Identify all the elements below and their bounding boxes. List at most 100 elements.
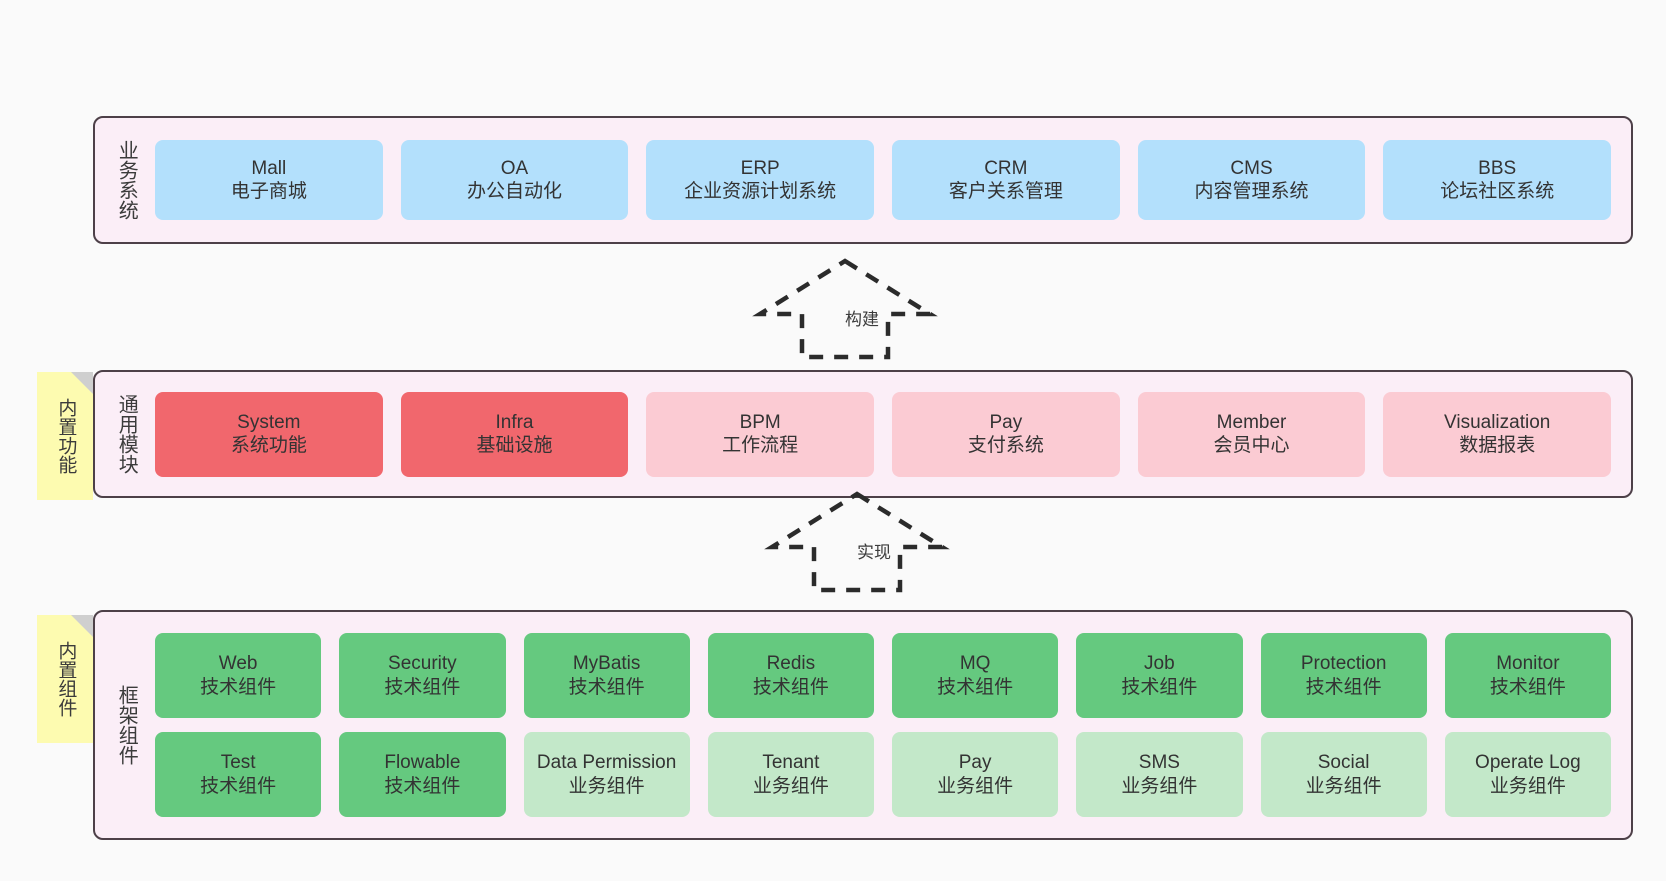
card-visualization[interactable]: Visualization 数据报表 bbox=[1383, 391, 1612, 477]
card-title-en: Data Permission bbox=[536, 752, 677, 774]
card-flowable[interactable]: Flowable 技术组件 bbox=[339, 732, 506, 817]
card-title-en: BPM bbox=[739, 411, 781, 433]
card-title-en: Infra bbox=[495, 411, 534, 433]
card-title-cn: 基础设施 bbox=[476, 435, 553, 456]
card-title-en: Test bbox=[220, 752, 256, 774]
sticky-note-builtin-component: 内置组件 bbox=[37, 615, 93, 743]
card-monitor[interactable]: Monitor 技术组件 bbox=[1444, 633, 1611, 718]
card-bpm[interactable]: BPM 工作流程 bbox=[646, 391, 875, 477]
card-row-common-modules: System 系统功能 Infra 基础设施 BPM 工作流程 Pay 支付系统… bbox=[155, 391, 1612, 477]
card-title-cn: 内容管理系统 bbox=[1194, 181, 1309, 202]
card-sms[interactable]: SMS 业务组件 bbox=[1076, 732, 1243, 817]
layer-panel-common-modules: 通用模块 System 系统功能 Infra 基础设施 BPM 工作流程 Pay… bbox=[93, 370, 1633, 498]
card-bbs[interactable]: BBS 论坛社区系统 bbox=[1383, 140, 1612, 220]
sticky-note-label: 内置组件 bbox=[55, 641, 77, 717]
card-title-cn: 企业资源计划系统 bbox=[684, 181, 837, 202]
card-title-cn: 技术组件 bbox=[384, 676, 461, 698]
card-title-cn: 技术组件 bbox=[568, 676, 645, 698]
card-title-en: Operate Log bbox=[1475, 752, 1581, 774]
layer-panel-framework-components: 框架组件 Web 技术组件 Security 技术组件 MyBatis 技术组件… bbox=[93, 610, 1633, 840]
card-test[interactable]: Test 技术组件 bbox=[155, 732, 322, 817]
card-title-en: Pay bbox=[989, 411, 1023, 433]
card-oa[interactable]: OA 办公自动化 bbox=[400, 140, 629, 220]
card-infra[interactable]: Infra 基础设施 bbox=[400, 391, 629, 477]
card-title-en: BBS bbox=[1478, 157, 1517, 179]
card-title-cn: 技术组件 bbox=[937, 676, 1014, 698]
card-member[interactable]: Member 会员中心 bbox=[1137, 391, 1366, 477]
layer-title-common-modules: 通用模块 bbox=[115, 394, 138, 474]
card-title-cn: 办公自动化 bbox=[467, 181, 563, 202]
card-title-en: Job bbox=[1144, 653, 1175, 675]
card-title-en: CRM bbox=[984, 157, 1028, 179]
layer-title-framework-components: 框架组件 bbox=[115, 685, 138, 765]
card-title-cn: 技术组件 bbox=[200, 676, 277, 698]
cards-area-framework-components: Web 技术组件 Security 技术组件 MyBatis 技术组件 Redi… bbox=[143, 612, 1631, 838]
layer-title-business-system: 业务系统 bbox=[115, 140, 138, 220]
card-title-cn: 技术组件 bbox=[1305, 676, 1382, 698]
arrow-build-glyph bbox=[752, 258, 938, 360]
card-operate-log[interactable]: Operate Log 业务组件 bbox=[1444, 732, 1611, 817]
card-title-cn: 技术组件 bbox=[752, 676, 829, 698]
card-redis[interactable]: Redis 技术组件 bbox=[707, 633, 874, 718]
arrow-build: 构建 bbox=[752, 257, 938, 360]
card-web[interactable]: Web 技术组件 bbox=[155, 633, 322, 718]
card-title-en: Monitor bbox=[1496, 653, 1560, 675]
card-title-cn: 电子商城 bbox=[230, 181, 307, 202]
card-mybatis[interactable]: MyBatis 技术组件 bbox=[523, 633, 690, 718]
cards-area-business-system: Mall 电子商城 OA 办公自动化 ERP 企业资源计划系统 CRM 客户关系… bbox=[143, 118, 1631, 242]
sticky-note-label: 内置功能 bbox=[55, 398, 77, 474]
card-crm[interactable]: CRM 客户关系管理 bbox=[892, 140, 1120, 220]
arrow-implement-label: 实现 bbox=[857, 543, 891, 562]
cards-area-common-modules: System 系统功能 Infra 基础设施 BPM 工作流程 Pay 支付系统… bbox=[143, 372, 1631, 496]
card-title-en: Security bbox=[388, 653, 457, 675]
card-row-framework-business: Test 技术组件 Flowable 技术组件 Data Permission … bbox=[155, 732, 1611, 817]
card-title-cn: 工作流程 bbox=[722, 435, 799, 456]
card-mall[interactable]: Mall 电子商城 bbox=[155, 140, 383, 220]
card-pay-module[interactable]: Pay 支付系统 bbox=[892, 391, 1120, 477]
card-pay-component[interactable]: Pay 业务组件 bbox=[892, 732, 1059, 817]
card-title-en: MyBatis bbox=[572, 653, 641, 675]
card-title-en: Mall bbox=[251, 157, 287, 179]
card-title-cn: 技术组件 bbox=[200, 775, 277, 797]
card-title-en: MQ bbox=[959, 653, 991, 675]
card-title-en: SMS bbox=[1138, 752, 1180, 774]
arrow-implement: 实现 bbox=[764, 490, 950, 593]
card-title-cn: 技术组件 bbox=[1489, 676, 1566, 698]
card-system[interactable]: System 系统功能 bbox=[155, 391, 383, 477]
card-title-cn: 业务组件 bbox=[1489, 775, 1566, 797]
card-title-en: Pay bbox=[958, 752, 992, 774]
card-title-en: ERP bbox=[740, 157, 780, 179]
card-title-cn: 业务组件 bbox=[937, 775, 1014, 797]
card-title-cn: 数据报表 bbox=[1459, 435, 1536, 456]
card-title-en: Social bbox=[1317, 752, 1370, 774]
card-erp[interactable]: ERP 企业资源计划系统 bbox=[646, 140, 875, 220]
card-title-en: Visualization bbox=[1444, 411, 1551, 433]
card-title-en: OA bbox=[500, 157, 529, 179]
card-protection[interactable]: Protection 技术组件 bbox=[1260, 633, 1427, 718]
arrow-implement-glyph bbox=[764, 491, 950, 593]
card-title-cn: 客户关系管理 bbox=[948, 181, 1063, 202]
card-title-cn: 论坛社区系统 bbox=[1440, 181, 1555, 202]
card-title-en: Redis bbox=[766, 653, 816, 675]
card-title-en: Web bbox=[218, 653, 258, 675]
card-cms[interactable]: CMS 内容管理系统 bbox=[1137, 140, 1366, 220]
card-job[interactable]: Job 技术组件 bbox=[1076, 633, 1243, 718]
card-row-business-system: Mall 电子商城 OA 办公自动化 ERP 企业资源计划系统 CRM 客户关系… bbox=[155, 140, 1612, 220]
card-title-en: Member bbox=[1216, 411, 1287, 433]
layer-panel-business-system: 业务系统 Mall 电子商城 OA 办公自动化 ERP 企业资源计划系统 CRM… bbox=[93, 116, 1633, 244]
card-title-cn: 业务组件 bbox=[752, 775, 829, 797]
card-row-framework-tech: Web 技术组件 Security 技术组件 MyBatis 技术组件 Redi… bbox=[155, 633, 1611, 718]
card-title-en: Protection bbox=[1300, 653, 1387, 675]
card-title-cn: 业务组件 bbox=[1121, 775, 1198, 797]
card-social[interactable]: Social 业务组件 bbox=[1260, 732, 1427, 817]
card-title-en: CMS bbox=[1230, 157, 1273, 179]
arrow-build-label: 构建 bbox=[845, 310, 879, 329]
card-title-en: Tenant bbox=[762, 752, 820, 774]
card-mq[interactable]: MQ 技术组件 bbox=[892, 633, 1059, 718]
card-data-permission[interactable]: Data Permission 业务组件 bbox=[523, 732, 690, 817]
card-tenant[interactable]: Tenant 业务组件 bbox=[707, 732, 874, 817]
card-title-cn: 支付系统 bbox=[967, 435, 1044, 456]
card-title-cn: 系统功能 bbox=[230, 435, 307, 456]
card-security[interactable]: Security 技术组件 bbox=[339, 633, 506, 718]
